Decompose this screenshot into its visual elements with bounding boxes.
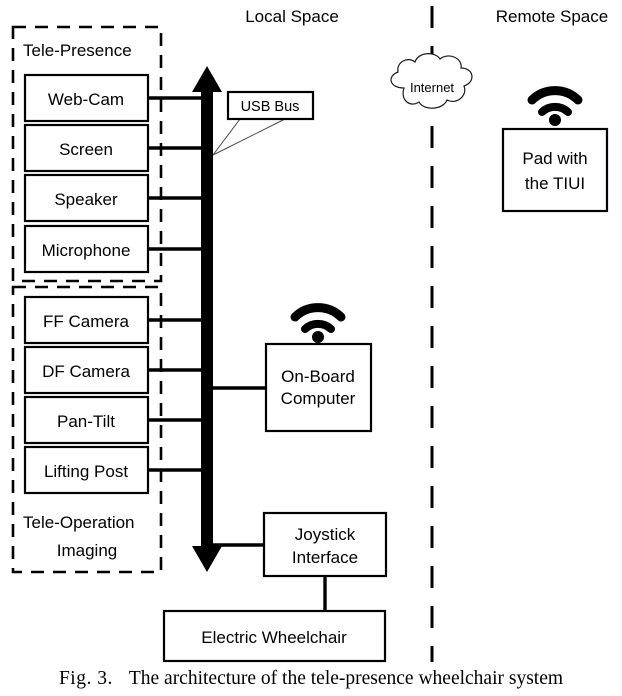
device-box-rect[interactable] xyxy=(23,345,150,395)
device-label: FF Camera xyxy=(43,312,130,331)
node-box-rect[interactable] xyxy=(162,609,387,663)
device-label: Speaker xyxy=(54,190,118,209)
group-tele-presence-label: Tele-Presence xyxy=(23,41,132,60)
node-electric-wheelchair[interactable]: Electric Wheelchair xyxy=(162,609,387,663)
usb-bus xyxy=(192,66,222,572)
usb-bus-callout-box xyxy=(226,90,315,121)
device-label: DF Camera xyxy=(42,362,130,381)
usb-bus-callout-label: USB Bus xyxy=(241,99,300,115)
node-label-line2: Interface xyxy=(292,548,358,567)
device-box-rect[interactable] xyxy=(23,173,150,223)
device-box-web-cam[interactable]: Web-Cam xyxy=(23,73,150,123)
group-tele-presence xyxy=(11,25,163,283)
device-box-rect[interactable] xyxy=(23,395,150,445)
device-box-lifting-post[interactable]: Lifting Post xyxy=(23,445,150,495)
usb-bus-callout: USB Bus xyxy=(212,90,315,156)
node-label-line1: On-Board xyxy=(281,367,355,386)
device-label: Screen xyxy=(59,140,113,159)
wifi-icon-remote xyxy=(527,86,583,126)
figure-caption: Fig. 3. The architecture of the tele-pres… xyxy=(0,668,622,690)
device-label: Lifting Post xyxy=(44,462,128,481)
device-box-rect[interactable] xyxy=(23,445,150,495)
device-box-rect[interactable] xyxy=(23,295,150,345)
device-box-df-camera[interactable]: DF Camera xyxy=(23,345,150,395)
usb-bus-arrow-down xyxy=(192,546,222,572)
device-label: Web-Cam xyxy=(48,90,124,109)
group-tele-operation-label-line1: Tele-Operation xyxy=(23,513,135,532)
node-label-line1: Joystick xyxy=(295,525,356,544)
wifi-arc-outer xyxy=(290,303,346,322)
node-label-line2: Computer xyxy=(281,389,356,408)
usb-bus-shaft xyxy=(201,78,213,560)
header-local-space: Local Space xyxy=(245,7,339,26)
device-box-rect[interactable] xyxy=(23,123,150,173)
wifi-arc-inner xyxy=(538,102,572,116)
wifi-icon-local xyxy=(290,303,346,343)
wifi-arc-inner xyxy=(301,319,335,333)
node-box-rect[interactable] xyxy=(264,342,373,433)
node-joystick-interface[interactable]: Joystick Interface xyxy=(262,511,388,578)
device-box-microphone[interactable]: Microphone xyxy=(23,224,150,274)
node-label: Electric Wheelchair xyxy=(201,628,347,647)
figure-caption-text: The architecture of the tele-presence wh… xyxy=(128,668,564,689)
node-label-line2: the TIUI xyxy=(525,174,585,193)
internet-label: Internet xyxy=(410,80,454,95)
usb-bus-arrow-up xyxy=(192,66,222,92)
node-box-rect[interactable] xyxy=(501,127,609,213)
device-box-rect[interactable] xyxy=(23,73,150,123)
usb-bus-leader-line-a xyxy=(212,118,241,156)
device-label: Microphone xyxy=(42,241,131,260)
device-box-screen[interactable]: Screen xyxy=(23,123,150,173)
group-tele-operation-label-line2: Imaging xyxy=(57,541,117,560)
wifi-dot xyxy=(549,114,561,126)
node-box-rect[interactable] xyxy=(262,511,388,578)
node-internet-cloud: Internet xyxy=(390,53,473,109)
node-on-board-computer[interactable]: On-Board Computer xyxy=(264,342,373,433)
device-box-rect[interactable] xyxy=(23,224,150,274)
wifi-arc-outer xyxy=(527,86,583,105)
node-pad-with-tiui[interactable]: Pad with the TIUI xyxy=(501,127,609,213)
device-box-pan-tilt[interactable]: Pan-Tilt xyxy=(23,395,150,445)
device-box-ff-camera[interactable]: FF Camera xyxy=(23,295,150,345)
device-label: Pan-Tilt xyxy=(57,412,115,431)
cloud-shape xyxy=(390,53,473,109)
device-box-speaker[interactable]: Speaker xyxy=(23,173,150,223)
wifi-dot xyxy=(312,331,324,343)
usb-bus-leader-line-b xyxy=(212,118,286,156)
figure-caption-label: Fig. 3. xyxy=(58,668,113,689)
header-remote-space: Remote Space xyxy=(496,7,608,26)
node-label-line1: Pad with xyxy=(522,149,587,168)
group-tele-operation-imaging xyxy=(11,285,163,574)
